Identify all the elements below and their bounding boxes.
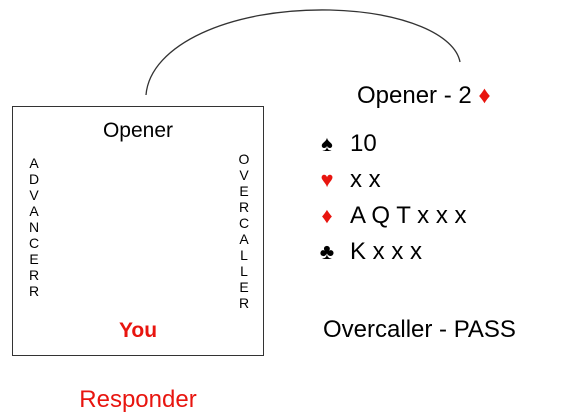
responder-label: Responder xyxy=(79,386,197,413)
overcaller-letter: L xyxy=(240,247,248,263)
clubs-holding: K x x x xyxy=(350,238,423,265)
overcaller-letter: E xyxy=(239,183,249,199)
overcaller-letter: R xyxy=(238,295,250,311)
opener-bid-title: Opener - 2 ♦ xyxy=(357,82,491,110)
spade-icon: ♠ xyxy=(321,131,333,156)
club-icon: ♣ xyxy=(319,239,335,264)
overcaller-letter: E xyxy=(239,279,249,295)
hand-row-diamonds: ♦ A Q T x x x xyxy=(312,202,466,230)
advancer-letter: R xyxy=(28,283,40,299)
hand-row-spades: ♠ 10 xyxy=(312,130,377,158)
overcaller-letter: O xyxy=(238,151,250,167)
overcaller-letter: V xyxy=(239,167,249,183)
diamond-icon: ♦ xyxy=(321,203,333,228)
advancer-letter: C xyxy=(28,235,40,251)
table-you-label: You xyxy=(118,319,158,342)
advancer-letter: N xyxy=(28,219,40,235)
advancer-letter: D xyxy=(28,171,40,187)
table-overcaller-label: O V E R C A L L E R xyxy=(237,151,251,311)
opener-bid-text: Opener - 2 xyxy=(357,82,479,109)
advancer-letter: E xyxy=(29,251,39,267)
hearts-holding: x x xyxy=(350,166,381,193)
table-advancer-label: A D V A N C E R R xyxy=(27,155,41,299)
diamonds-holding: A Q T x x x xyxy=(350,202,467,229)
diamond-icon: ♦ xyxy=(478,82,491,109)
spades-holding: 10 xyxy=(350,130,377,157)
overcaller-letter: A xyxy=(239,231,249,247)
overcaller-letter: C xyxy=(238,215,250,231)
advancer-letter: A xyxy=(29,203,39,219)
advancer-letter: R xyxy=(28,267,40,283)
heart-icon: ♥ xyxy=(320,167,334,192)
advancer-letter: A xyxy=(29,155,39,171)
bridge-table: Opener A D V A N C E R R O V E R C A L L… xyxy=(12,106,264,356)
overcaller-letter: L xyxy=(240,263,248,279)
advancer-letter: V xyxy=(29,187,39,203)
table-opener-label: Opener xyxy=(102,119,174,142)
hand-row-hearts: ♥ x x xyxy=(312,166,381,194)
overcaller-letter: R xyxy=(238,199,250,215)
connector-arc-path xyxy=(145,9,461,96)
overcaller-action: Overcaller - PASS xyxy=(323,316,516,343)
hand-row-clubs: ♣ K x x x xyxy=(312,238,422,266)
